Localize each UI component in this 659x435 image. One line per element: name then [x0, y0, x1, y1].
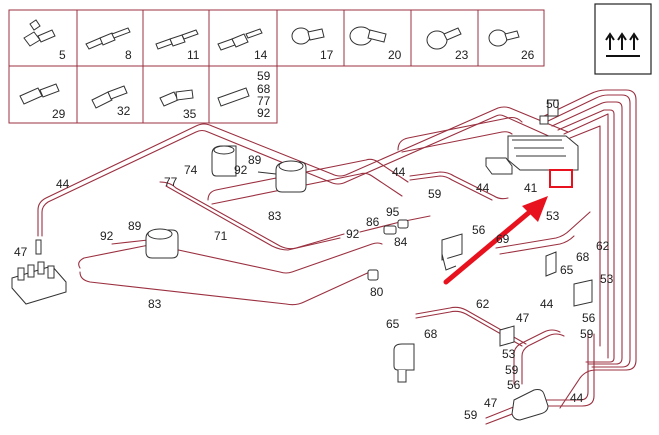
callout-number: 71: [214, 229, 228, 243]
callout-number: 47: [14, 245, 28, 259]
callout-number: 62: [596, 239, 610, 253]
connector-elbow-icon: [159, 89, 194, 107]
callout-number: 80: [370, 285, 384, 299]
vacuum-manifold: [485, 99, 579, 175]
callout-number: 86: [366, 215, 380, 229]
callout-number: 44: [570, 391, 584, 405]
callout-number: 65: [560, 263, 574, 277]
switch-valve: [441, 233, 463, 271]
vacuum-element: [145, 228, 179, 259]
callout-number: 89: [248, 153, 262, 167]
callout-number: 41: [524, 181, 538, 195]
distribution-block: [11, 239, 67, 305]
legend-number: 14: [254, 48, 268, 62]
callout-number: 44: [540, 297, 554, 311]
callout-number: 53: [502, 347, 516, 361]
connector-straight-icon: [155, 29, 199, 50]
vacuum-element: [257, 160, 307, 193]
components: [11, 99, 593, 421]
callout-number: 53: [600, 272, 614, 286]
connector-cap-icon: [426, 27, 462, 50]
legend-number: 11: [187, 48, 200, 62]
callout-number: 68: [424, 327, 438, 341]
callout-number: 56: [472, 223, 486, 237]
callout-number: 68: [576, 250, 590, 264]
callout-number: 47: [484, 396, 498, 410]
connector-straight-icon: [85, 27, 131, 50]
callout-number: 44: [392, 165, 406, 179]
switch-valve: [393, 343, 415, 383]
callout-labels: 44 47 74 77 89 92 83 71 89 92 83 50 44 4…: [14, 97, 614, 422]
rubber-sleeve-icon: [217, 87, 250, 107]
legend-number: 20: [388, 48, 402, 62]
legend-number: 92: [257, 106, 271, 120]
legend-number: 68: [257, 82, 271, 96]
check-valve: [499, 325, 515, 347]
callout-number: 74: [184, 163, 198, 177]
highlight-box: [549, 169, 573, 188]
callout-number: 92: [234, 163, 248, 177]
highlight-arrow: [443, 207, 535, 285]
vacuum-valve: [211, 145, 237, 177]
callout-number: 56: [582, 311, 596, 325]
callout-number: 56: [507, 378, 521, 392]
connector-elbow-icon: [23, 19, 56, 47]
callout-number: 83: [268, 209, 282, 223]
callout-number: 44: [56, 177, 70, 191]
connector-reducer-icon: [217, 28, 263, 51]
fitting: [383, 219, 409, 235]
parts-legend-table: 5 8 11 14 17 20 23 26 29 32 35 59 68 77 …: [8, 9, 545, 124]
callout-number: 59: [428, 187, 442, 201]
heat-icon: [605, 32, 640, 57]
connector-cap-icon: [291, 27, 325, 45]
callout-number: 50: [546, 97, 560, 111]
legend-number: 59: [257, 69, 271, 83]
arrowhead-icon: [522, 196, 548, 222]
callout-number: 62: [476, 297, 490, 311]
connector-cap-icon: [349, 26, 387, 46]
callout-number: 44: [476, 181, 490, 195]
callout-number: 92: [346, 227, 360, 241]
plug: [367, 269, 379, 281]
callout-number: 95: [386, 205, 400, 219]
callout-number: 69: [496, 232, 510, 246]
callout-number: 83: [148, 297, 162, 311]
vacuum-unit: [511, 389, 549, 421]
valve-connector: [545, 251, 593, 307]
legend-number: 5: [59, 48, 66, 62]
callout-number: 59: [464, 408, 478, 422]
callout-number: 89: [128, 219, 142, 233]
legend-number: 26: [521, 48, 535, 62]
callout-number: 84: [394, 235, 408, 249]
connector-cap-icon: [488, 29, 520, 47]
callout-number: 47: [516, 311, 530, 325]
legend-number: 17: [320, 48, 334, 62]
callout-number: 77: [164, 175, 178, 189]
callout-number: 65: [386, 317, 400, 331]
callout-number: 59: [580, 327, 594, 341]
legend-number: 77: [257, 94, 271, 108]
connector-elbow-icon: [19, 83, 60, 105]
legend-number: 35: [183, 107, 197, 121]
heat-symbol-box: [594, 3, 652, 75]
legend-number: 32: [117, 104, 131, 118]
callout-number: 92: [100, 229, 114, 243]
legend-number: 23: [455, 48, 469, 62]
callout-number: 53: [546, 209, 560, 223]
callout-number: 59: [505, 363, 519, 377]
highlight: [443, 169, 573, 285]
vacuum-lines: [37, 89, 637, 425]
legend-number: 8: [125, 48, 132, 62]
legend-number: 29: [52, 107, 66, 121]
connector-elbow-icon: [91, 85, 128, 109]
